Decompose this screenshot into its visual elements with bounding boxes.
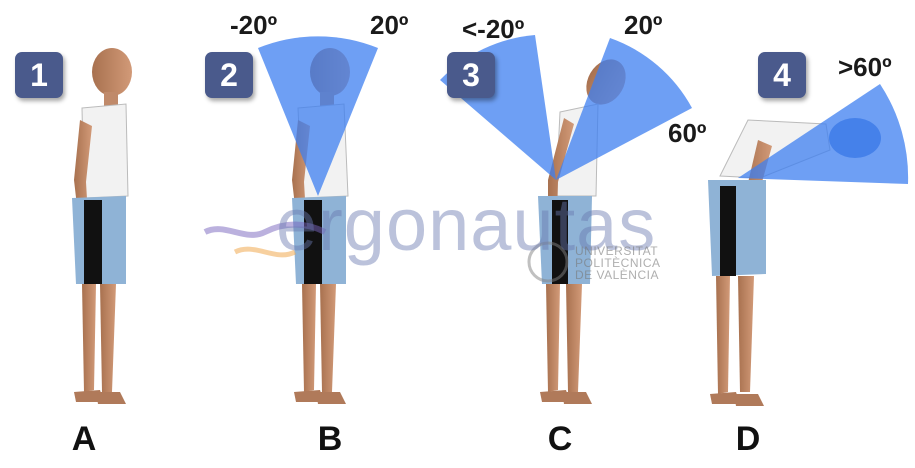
panel-letter-c: C [530,420,590,459]
panel-letter-d: D [718,420,778,459]
angle-label-c-far: 60º [668,118,706,149]
wedge-b [258,36,378,196]
figure-a-upright [72,48,132,404]
angle-label-c-negative: <-20º [462,14,524,45]
panel-2-badge: 2 [205,52,253,98]
angle-label-c-positive: 20º [624,10,662,41]
panel-letter-a: A [54,420,114,459]
angle-label-b-negative: -20º [230,10,277,41]
angle-label-b-positive: 20º [370,10,408,41]
panel-4-badge: 4 [758,52,806,98]
panel-letter-b: B [300,420,360,459]
angle-label-d-far: >60º [838,52,892,83]
watermark-university: UNIVERSITAT POLITÈCNICA DE VALÈNCIA [575,245,661,281]
panel-1-badge: 1 [15,52,63,98]
watermark-university-line-3: DE VALÈNCIA [575,269,661,281]
panel-3-badge: 3 [447,52,495,98]
